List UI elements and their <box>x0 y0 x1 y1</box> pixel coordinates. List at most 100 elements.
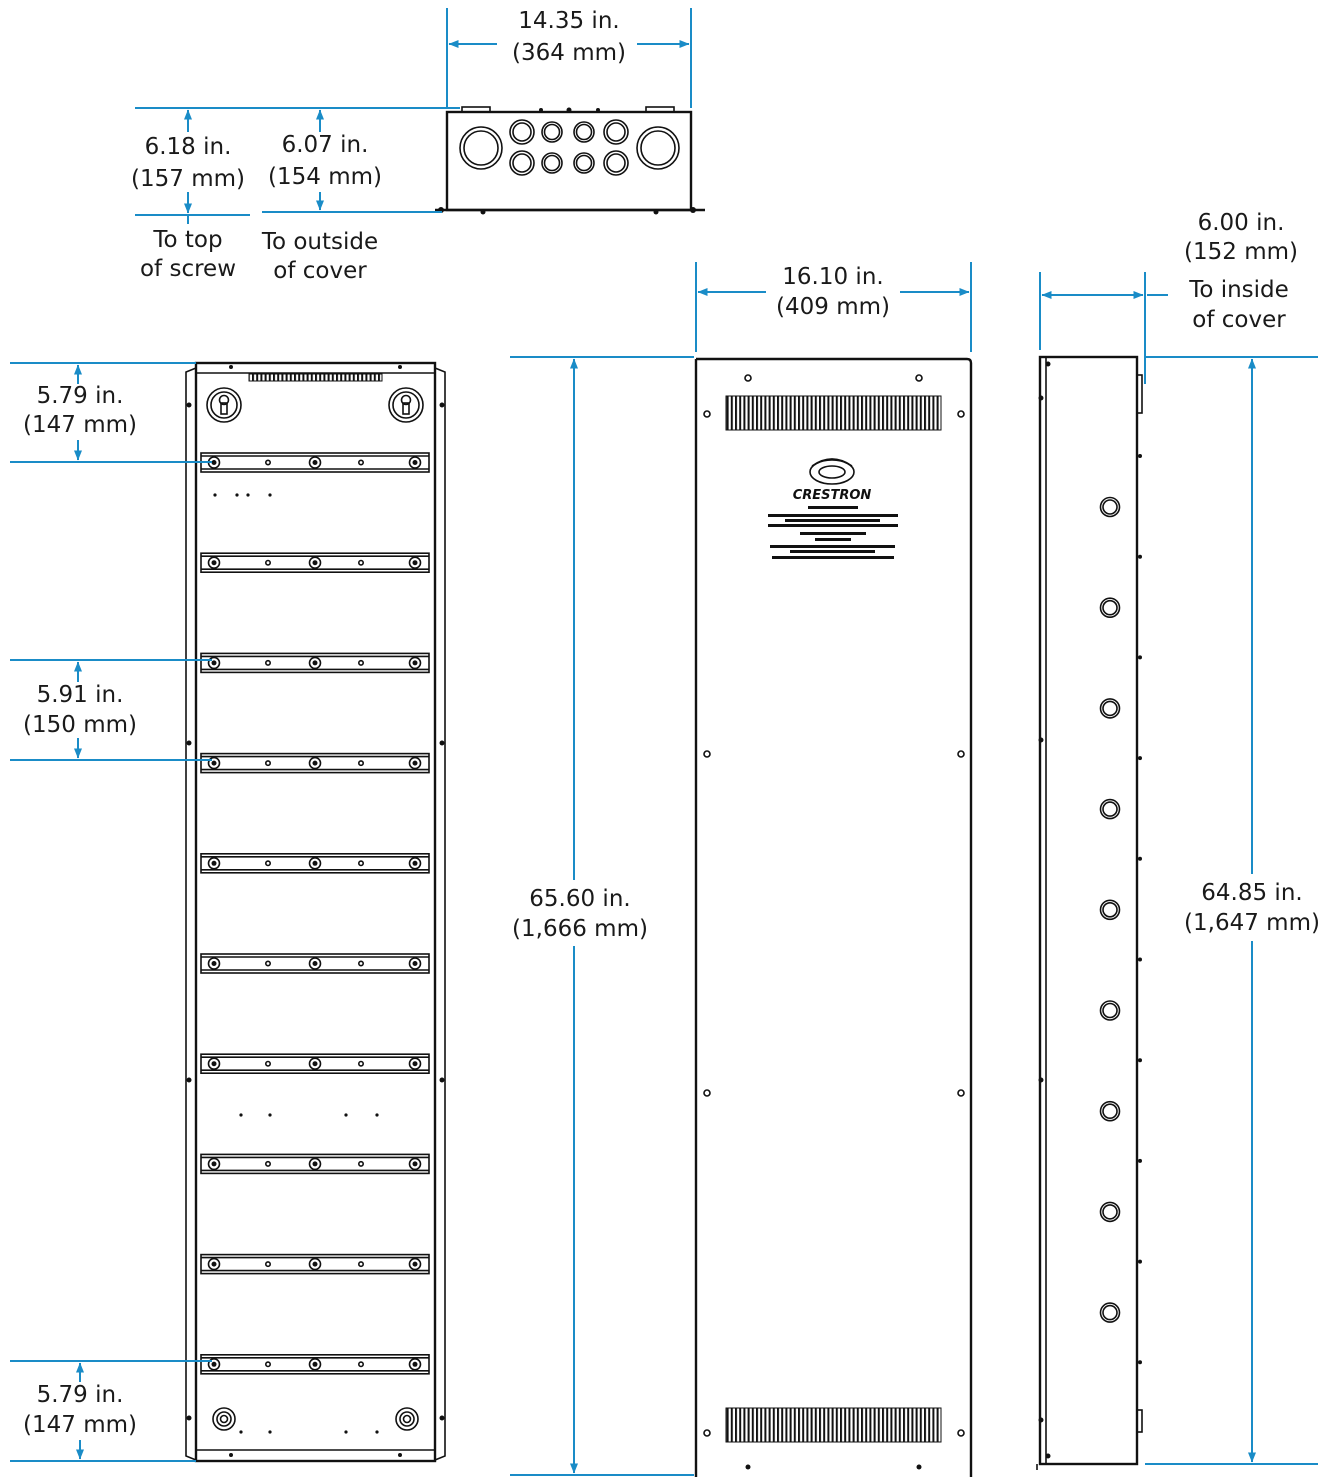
side-screw <box>1038 395 1044 401</box>
side-knockout-inner <box>1102 599 1118 616</box>
screw-note-2: of screw <box>140 256 236 282</box>
side-knockout <box>1099 1302 1121 1323</box>
side-screw <box>1038 737 1044 743</box>
front-height-dimension: 65.60 in. (1,666 mm) <box>510 356 694 1476</box>
back-side-screws <box>186 402 445 1421</box>
rail-screw-center <box>312 1161 318 1167</box>
din-rail <box>200 852 430 874</box>
rail-hole <box>264 459 271 466</box>
side-mark <box>1138 756 1142 761</box>
side-mark <box>1138 554 1142 559</box>
rail-screw-center <box>211 1061 217 1067</box>
side-mark <box>1138 1360 1142 1365</box>
rail-screw-center <box>312 961 318 966</box>
side-mark <box>1138 1158 1142 1163</box>
rail-hole <box>264 559 271 566</box>
rail-hole <box>357 1261 364 1268</box>
back-bottom-offset-in: 5.79 in. <box>37 1382 124 1408</box>
top-view <box>435 106 705 215</box>
side-knockout-inner <box>1102 499 1118 515</box>
rail-screw-center <box>412 860 418 866</box>
rail-hole <box>264 1060 271 1067</box>
rail-body <box>200 1153 430 1175</box>
cover-height-in: 6.07 in. <box>282 132 369 158</box>
screw-note-1: To top <box>152 227 222 253</box>
rail-screw-center <box>211 660 217 666</box>
back-top-offset-mm: (147 mm) <box>23 412 137 438</box>
bottom-knockout-right <box>395 1407 419 1431</box>
rail-screw-center <box>412 760 418 766</box>
back-small-holes <box>213 493 379 1434</box>
rail-screw-center <box>412 1361 418 1367</box>
logo-wordmark: CRESTRON <box>793 488 872 503</box>
rail-screw-center <box>312 660 318 666</box>
din-rails <box>200 452 430 1375</box>
side-depth-dimension: 6.00 in. (152 mm) To inside of cover <box>1039 210 1298 384</box>
side-mark <box>1138 454 1142 458</box>
rail-hole <box>357 659 364 666</box>
rail-screw-center <box>412 1061 418 1067</box>
rail-body <box>200 652 430 674</box>
side-screw <box>1038 1077 1044 1083</box>
rail-hole <box>357 1160 364 1167</box>
rail-screw-center <box>312 1261 318 1267</box>
rail-hole <box>264 760 271 767</box>
rail-body <box>200 552 430 574</box>
din-rail <box>200 552 430 574</box>
rail-hole <box>264 960 271 967</box>
side-height-mm: (1,647 mm) <box>1184 910 1320 936</box>
bottom-knockout-left <box>212 1407 236 1431</box>
screw-height-in: 6.18 in. <box>145 134 232 160</box>
keyhole-right <box>388 387 424 423</box>
side-knockout <box>1099 1000 1121 1021</box>
top-width-in: 14.35 in. <box>518 8 619 34</box>
din-rail <box>200 652 430 674</box>
side-knockout-inner <box>1102 901 1118 918</box>
rail-body <box>200 1354 430 1375</box>
rail-screw-center <box>211 460 217 465</box>
rail-hole <box>264 659 271 666</box>
back-bottom-offset-dimension: 5.79 in. (147 mm) <box>10 1360 212 1462</box>
side-knockout <box>1099 1201 1121 1223</box>
top-height-dimensions: 6.18 in. (157 mm) To top of screw 6.07 i… <box>131 107 460 284</box>
rail-screw-center <box>312 1361 318 1367</box>
side-knockout <box>1099 798 1121 820</box>
rail-screw-center <box>211 560 217 566</box>
rail-screw-center <box>312 860 318 866</box>
rail-screw-center <box>312 760 318 766</box>
side-knockout-inner <box>1102 801 1118 817</box>
rail-hole <box>264 860 271 867</box>
front-width-in: 16.10 in. <box>782 264 883 290</box>
side-depth-note-1: To inside <box>1188 277 1289 303</box>
back-view <box>185 361 446 1463</box>
back-pitch-dimension: 5.91 in. (150 mm) <box>10 659 212 761</box>
rail-screw-center <box>412 1261 418 1267</box>
side-knockout-inner <box>1102 1304 1118 1321</box>
rail-body <box>200 953 430 974</box>
cover-note-1: To outside <box>261 229 378 255</box>
rail-screw-center <box>412 560 418 566</box>
cover-height-mm: (154 mm) <box>268 164 382 190</box>
side-knockout <box>1099 597 1121 619</box>
front-height-in: 65.60 in. <box>529 886 630 912</box>
side-screw <box>1038 1417 1044 1423</box>
rail-screw-center <box>412 1161 418 1167</box>
rail-hole <box>264 1160 271 1167</box>
front-width-dimension: 16.10 in. (409 mm) <box>695 262 972 352</box>
side-mark <box>1138 1058 1142 1063</box>
rail-hole <box>357 960 364 967</box>
side-knockout <box>1099 1100 1121 1122</box>
side-mark <box>1138 1259 1142 1264</box>
rail-screw-center <box>312 460 318 465</box>
back-pitch-in: 5.91 in. <box>37 682 124 708</box>
back-top-offset-in: 5.79 in. <box>37 383 124 409</box>
side-depth-note-2: of cover <box>1192 307 1286 333</box>
back-pitch-mm: (150 mm) <box>23 712 137 738</box>
front-label-plate <box>768 506 898 559</box>
din-rail <box>200 752 430 774</box>
back-top-offset-dimension: 5.79 in. (147 mm) <box>10 362 212 463</box>
din-rail <box>200 452 430 473</box>
side-mark <box>1138 957 1142 962</box>
rail-hole <box>357 559 364 566</box>
